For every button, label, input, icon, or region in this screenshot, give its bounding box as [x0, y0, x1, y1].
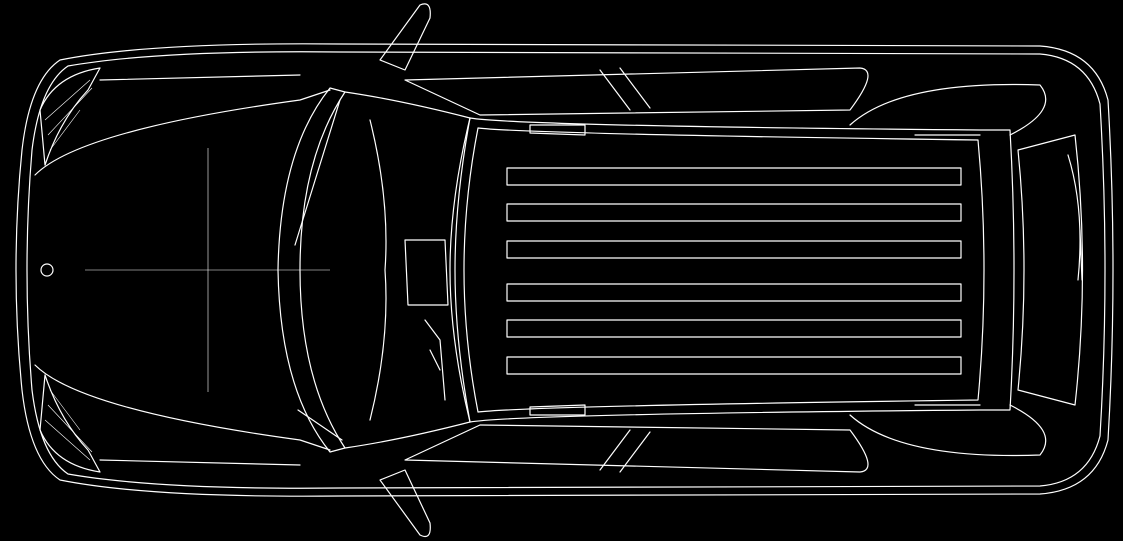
roof-slat [506, 240, 962, 259]
hood [34, 74, 331, 466]
side-windows [404, 67, 869, 473]
roof-slat [506, 203, 962, 222]
roof-slat [506, 356, 962, 375]
rear [849, 83, 1084, 457]
roof-slat [506, 319, 962, 338]
body-outline [15, 43, 1114, 497]
roof-slat [506, 283, 962, 302]
emblem-icon [40, 263, 54, 277]
roof-slat [506, 167, 962, 186]
roof-slats [506, 167, 962, 375]
windshield [277, 87, 471, 453]
headlights [39, 67, 101, 473]
roof [454, 117, 1015, 423]
mirrors [379, 3, 431, 538]
